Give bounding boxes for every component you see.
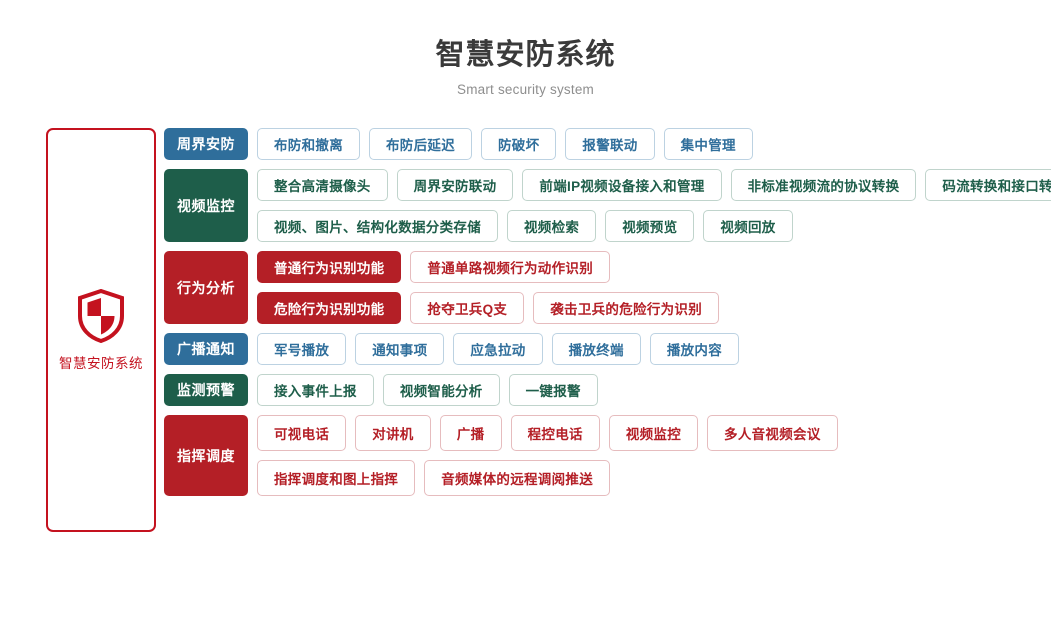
item-row: 普通行为识别功能普通单路视频行为动作识别 — [257, 251, 1051, 283]
item-row: 布防和撤离布防后延迟防破坏报警联动集中管理 — [257, 128, 1051, 160]
feature-chip[interactable]: 广播 — [439, 415, 502, 451]
item-row: 军号播放通知事项应急拉动播放终端播放内容 — [257, 333, 1051, 365]
feature-chip[interactable]: 指挥调度和图上指挥 — [257, 460, 416, 496]
architecture-board: 智慧安防系统 周界安防布防和撤离布防后延迟防破坏报警联动集中管理视频监控整合高清… — [0, 128, 1051, 532]
shield-icon — [77, 288, 125, 343]
category-button[interactable]: 周界安防 — [164, 128, 248, 160]
item-row: 接入事件上报视频智能分析一键报警 — [257, 374, 1051, 406]
feature-chip[interactable]: 整合高清摄像头 — [257, 169, 388, 201]
category-button[interactable]: 视频监控 — [164, 169, 248, 242]
feature-chip[interactable]: 抢夺卫兵Q支 — [410, 292, 525, 324]
group-6: 指挥调度可视电话对讲机广播程控电话视频监控多人音视频会议指挥调度和图上指挥音频媒… — [164, 415, 1051, 496]
group-rows: 可视电话对讲机广播程控电话视频监控多人音视频会议指挥调度和图上指挥音频媒体的远程… — [257, 415, 1051, 496]
page-subtitle: Smart security system — [457, 81, 594, 97]
group-2: 视频监控整合高清摄像头周界安防联动前端IP视频设备接入和管理非标准视频流的协议转… — [164, 169, 1051, 242]
feature-chip[interactable]: 普通行为识别功能 — [257, 251, 402, 283]
group-3: 行为分析普通行为识别功能普通单路视频行为动作识别危险行为识别功能抢夺卫兵Q支袭击… — [164, 251, 1051, 324]
group-rows: 布防和撤离布防后延迟防破坏报警联动集中管理 — [257, 128, 1051, 160]
feature-chip[interactable]: 接入事件上报 — [257, 374, 374, 406]
feature-chip[interactable]: 可视电话 — [257, 415, 347, 451]
page-header: 智慧安防系统 Smart security system — [0, 0, 1051, 97]
feature-chip[interactable]: 周界安防联动 — [396, 169, 514, 201]
feature-chip[interactable]: 视频回放 — [703, 210, 793, 242]
feature-chip[interactable]: 军号播放 — [257, 333, 347, 365]
item-row: 可视电话对讲机广播程控电话视频监控多人音视频会议 — [257, 415, 1051, 451]
group-list: 周界安防布防和撤离布防后延迟防破坏报警联动集中管理视频监控整合高清摄像头周界安防… — [164, 128, 1051, 496]
item-row: 危险行为识别功能抢夺卫兵Q支袭击卫兵的危险行为识别 — [257, 292, 1051, 324]
item-row: 指挥调度和图上指挥音频媒体的远程调阅推送 — [257, 460, 1051, 496]
item-row: 视频、图片、结构化数据分类存储视频检索视频预览视频回放 — [257, 210, 1051, 242]
group-1: 周界安防布防和撤离布防后延迟防破坏报警联动集中管理 — [164, 128, 1051, 160]
feature-chip[interactable]: 通知事项 — [355, 333, 445, 365]
category-button[interactable]: 监测预警 — [164, 374, 248, 406]
feature-chip[interactable]: 危险行为识别功能 — [257, 292, 402, 324]
feature-chip[interactable]: 防破坏 — [481, 128, 557, 160]
brand-label: 智慧安防系统 — [59, 355, 143, 371]
feature-chip[interactable]: 视频检索 — [507, 210, 597, 242]
group-rows: 整合高清摄像头周界安防联动前端IP视频设备接入和管理非标准视频流的协议转换码流转… — [257, 169, 1051, 242]
feature-chip[interactable]: 播放内容 — [649, 333, 740, 365]
group-rows: 接入事件上报视频智能分析一键报警 — [257, 374, 1051, 406]
feature-chip[interactable]: 视频预览 — [605, 210, 695, 242]
feature-chip[interactable]: 音频媒体的远程调阅推送 — [424, 460, 611, 496]
feature-chip[interactable]: 多人音视频会议 — [707, 415, 838, 451]
category-button[interactable]: 广播通知 — [164, 333, 248, 365]
brand-panel: 智慧安防系统 — [46, 128, 156, 532]
feature-chip[interactable]: 视频监控 — [608, 415, 699, 451]
group-4: 广播通知军号播放通知事项应急拉动播放终端播放内容 — [164, 333, 1051, 365]
feature-chip[interactable]: 视频、图片、结构化数据分类存储 — [257, 210, 498, 242]
category-button[interactable]: 指挥调度 — [164, 415, 248, 496]
feature-chip[interactable]: 报警联动 — [565, 128, 655, 160]
group-rows: 军号播放通知事项应急拉动播放终端播放内容 — [257, 333, 1051, 365]
category-button[interactable]: 行为分析 — [164, 251, 248, 324]
feature-chip[interactable]: 前端IP视频设备接入和管理 — [522, 169, 722, 201]
feature-chip[interactable]: 集中管理 — [663, 128, 753, 160]
feature-chip[interactable]: 码流转换和接口转换 — [925, 169, 1051, 201]
page-title: 智慧安防系统 — [435, 39, 616, 71]
feature-chip[interactable]: 布防和撤离 — [257, 128, 360, 160]
feature-chip[interactable]: 袭击卫兵的危险行为识别 — [533, 292, 720, 324]
feature-chip[interactable]: 视频智能分析 — [382, 374, 500, 406]
feature-chip[interactable]: 一键报警 — [508, 374, 598, 406]
feature-chip[interactable]: 普通单路视频行为动作识别 — [410, 251, 611, 283]
item-row: 整合高清摄像头周界安防联动前端IP视频设备接入和管理非标准视频流的协议转换码流转… — [257, 169, 1051, 201]
group-5: 监测预警接入事件上报视频智能分析一键报警 — [164, 374, 1051, 406]
group-rows: 普通行为识别功能普通单路视频行为动作识别危险行为识别功能抢夺卫兵Q支袭击卫兵的危… — [257, 251, 1051, 324]
feature-chip[interactable]: 应急拉动 — [453, 333, 543, 365]
feature-chip[interactable]: 布防后延迟 — [369, 128, 472, 160]
feature-chip[interactable]: 播放终端 — [551, 333, 641, 365]
feature-chip[interactable]: 程控电话 — [510, 415, 600, 451]
feature-chip[interactable]: 对讲机 — [355, 415, 431, 451]
feature-chip[interactable]: 非标准视频流的协议转换 — [730, 169, 917, 201]
